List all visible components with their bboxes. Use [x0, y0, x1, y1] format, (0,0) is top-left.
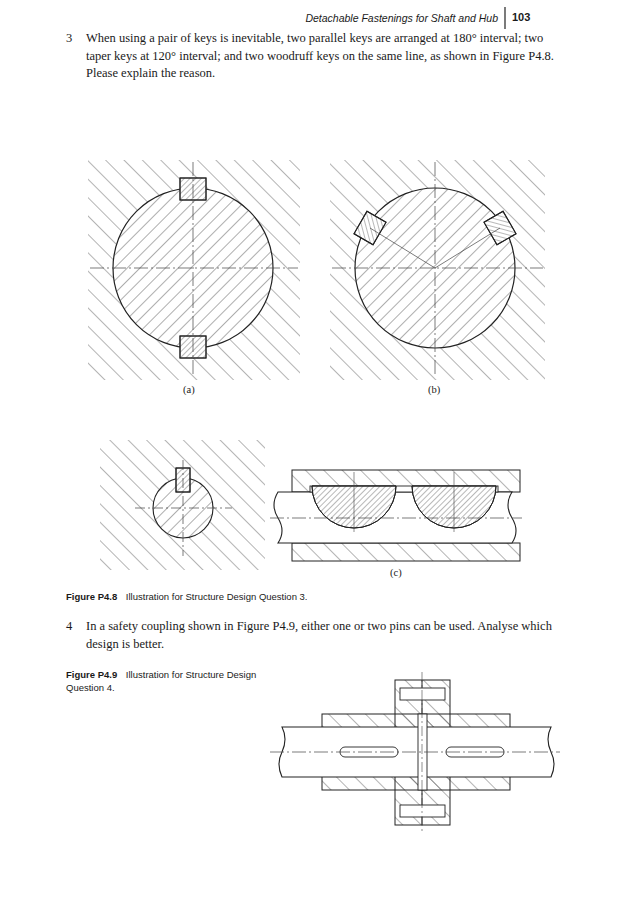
- drawing-line: [332, 268, 543, 269]
- subfigure-label: (c): [390, 567, 420, 578]
- header-rule: [504, 7, 505, 29]
- drawing-line: [370, 228, 435, 268]
- drawing-line: [193, 162, 194, 376]
- drawing-line: [270, 752, 560, 753]
- drawing-line: [435, 162, 436, 376]
- drawing-rect: [400, 688, 445, 700]
- drawing-line: [422, 672, 423, 832]
- running-header: Detachable Fastenings for Shaft and Hub: [130, 12, 498, 24]
- question-text: In a safety coupling shown in Figure P4.…: [86, 618, 554, 653]
- drawing-rect: [400, 805, 445, 817]
- drawing-path: [330, 160, 545, 380]
- question-text: When using a pair of keys is inevitable,…: [86, 30, 554, 83]
- drawing-line: [454, 472, 455, 532]
- drawing-line: [435, 228, 500, 268]
- taper-key-section: [330, 160, 545, 380]
- parallel-key-section: [88, 160, 300, 380]
- drawing-path: [88, 160, 300, 380]
- drawing-line: [90, 268, 298, 269]
- drawing-line: [270, 518, 522, 519]
- question-number: 3: [66, 30, 82, 48]
- woodruff-end-view: [100, 440, 265, 570]
- question-number: 4: [66, 618, 82, 636]
- figure-number: Figure P4.9: [66, 669, 117, 680]
- drawing-line: [183, 460, 184, 556]
- drawing-line: [135, 508, 232, 509]
- page-number: 103: [512, 11, 552, 23]
- drawing-rect: [292, 543, 520, 561]
- caption-text: Illustration for Structure Design Questi…: [126, 591, 308, 602]
- subfigure-label: (a): [183, 384, 213, 395]
- drawing-line: [354, 472, 355, 532]
- figure-caption: Figure P4.8 Illustration for Structure D…: [66, 590, 546, 603]
- figure-caption: Figure P4.9 Illustration for Structure D…: [66, 668, 261, 694]
- woodruff-side-view: [270, 470, 522, 561]
- figure-number: Figure P4.8: [66, 591, 117, 602]
- safety-coupling: [270, 672, 560, 832]
- drawing-path: [100, 440, 265, 570]
- subfigure-label: (b): [428, 384, 458, 395]
